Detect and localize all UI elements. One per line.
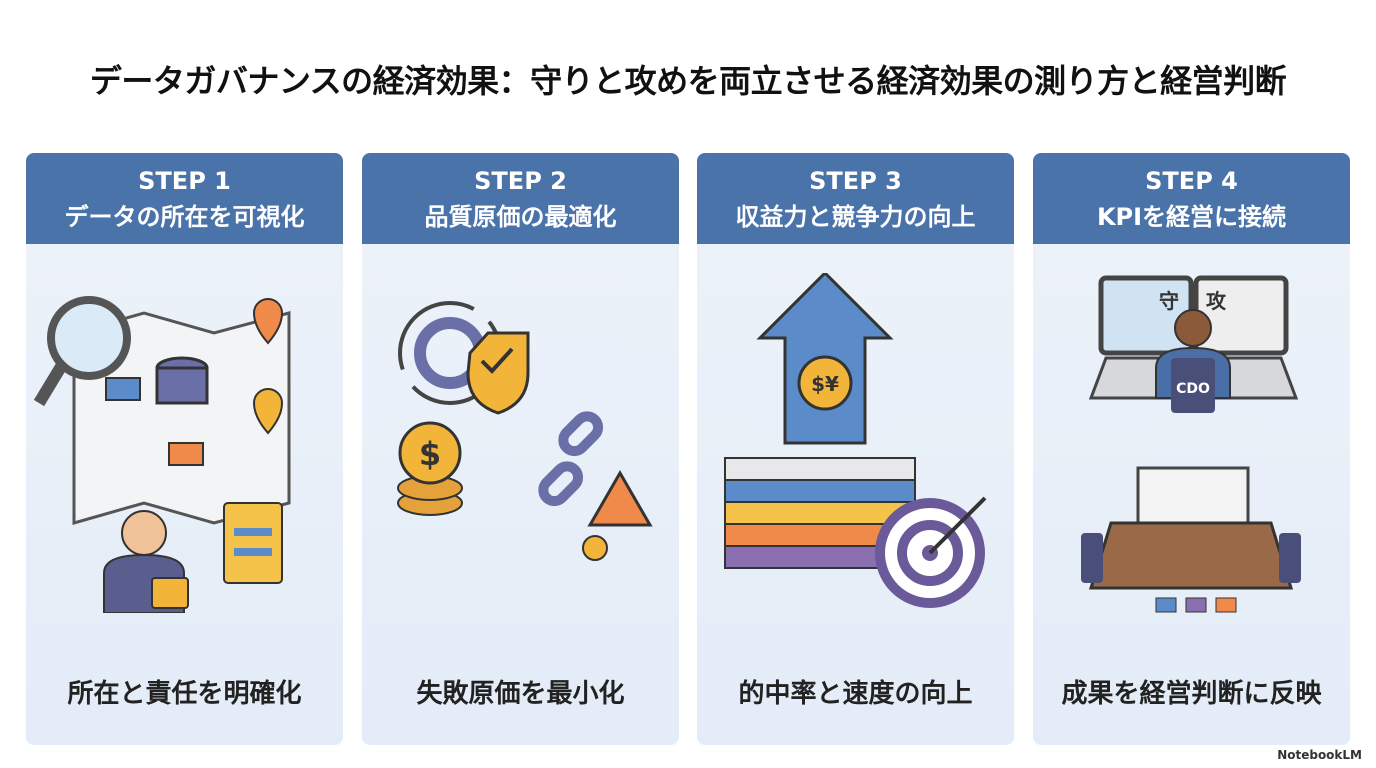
- step-header: STEP 2 品質原価の最適化: [362, 153, 679, 244]
- step-number: STEP 2: [474, 167, 567, 195]
- presentation-screen-icon: [1136, 466, 1250, 525]
- svg-text:攻: 攻: [1206, 289, 1227, 313]
- warning-icon: [587, 469, 653, 527]
- step-caption: 成果を経営判断に反映: [1061, 679, 1322, 709]
- step-heading: 品質原価の最適化: [424, 203, 617, 231]
- step-header: STEP 1 データの所在を可視化: [26, 153, 343, 244]
- step-heading: 収益力と競争力の向上: [735, 203, 976, 231]
- currency-coin-icon: [797, 355, 853, 411]
- lock-icon: [151, 577, 189, 609]
- document-icon: [223, 502, 283, 584]
- step-number: STEP 3: [809, 167, 902, 195]
- coin-stack-icon: [397, 421, 463, 516]
- step-heading: KPIを経営に接続: [1096, 203, 1287, 231]
- step-number: STEP 4: [1145, 167, 1238, 195]
- page-title: データガバナンスの経済効果：守りと攻めを両立させる経済効果の測り方と経営判断: [89, 62, 1287, 100]
- growth-illustration: $¥: [724, 273, 987, 608]
- step-number: STEP 1: [138, 167, 231, 195]
- step-caption: 的中率と速度の向上: [738, 679, 973, 709]
- server-stack-icon: [724, 457, 916, 569]
- step-caption: 所在と責任を明確化: [67, 679, 302, 709]
- person-icon: [1174, 309, 1212, 347]
- shield-icon: [466, 331, 530, 415]
- step-card-2: STEP 2 品質原価の最適化 $ 失敗原価を最小化: [362, 153, 679, 745]
- data-map-illustration: [34, 296, 291, 613]
- step-header: STEP 3 収益力と競争力の向上: [697, 153, 1014, 244]
- step-card-3: STEP 3 収益力と競争力の向上 $¥ 的中率と速度の向上: [697, 153, 1014, 745]
- broken-chain-icon: [558, 411, 604, 457]
- notebooklm-watermark: NotebookLM: [1277, 748, 1362, 762]
- person-icon: [121, 510, 167, 556]
- magnifier-icon: [47, 296, 131, 380]
- step-card-1: STEP 1 データの所在を可視化 所在と責任を明確化: [26, 153, 343, 745]
- meeting-table-icon: [1088, 521, 1294, 590]
- svg-text:CDO: CDO: [1176, 381, 1210, 397]
- location-pin-icon: [252, 298, 284, 345]
- step-caption: 失敗原価を最小化: [416, 679, 625, 709]
- location-pin-icon: [252, 388, 284, 435]
- svg-text:$¥: $¥: [811, 372, 839, 396]
- svg-text:守: 守: [1159, 289, 1179, 313]
- svg-text:$: $: [419, 435, 441, 473]
- kpi-management-illustration: 守 攻 CDO: [1081, 275, 1301, 613]
- quality-cost-illustration: $: [397, 301, 653, 561]
- step-card-4: STEP 4 KPIを経営に接続 守 攻 CDO 成果を経営判断に反映: [1033, 153, 1350, 745]
- step-heading: データの所在を可視化: [64, 203, 305, 231]
- step-header: STEP 4 KPIを経営に接続: [1033, 153, 1350, 244]
- coin-icon: [582, 535, 608, 561]
